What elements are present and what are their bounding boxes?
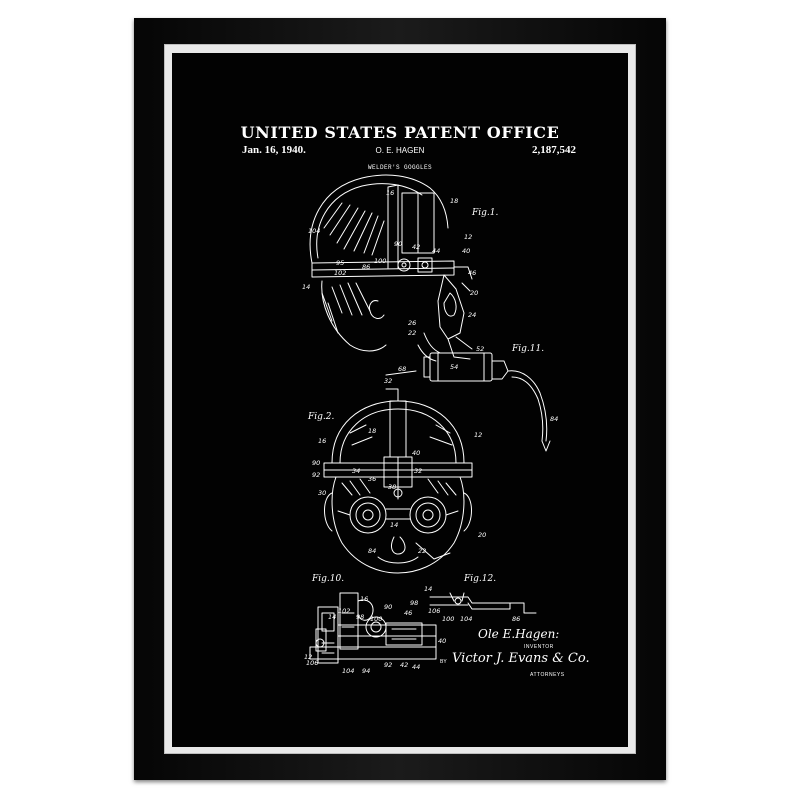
ref-numeral: 22 — [418, 547, 426, 555]
ref-numeral: 94 — [362, 667, 370, 675]
ref-numeral: 16 — [386, 189, 394, 197]
ref-numeral: 100 — [370, 615, 382, 623]
ref-numeral: 46 — [404, 609, 412, 617]
ref-numeral: 40 — [462, 247, 470, 255]
figure-2-drawing — [323, 400, 473, 574]
figure-10-label: Fig.10. — [311, 574, 344, 584]
ref-numeral: 42 — [412, 243, 420, 251]
ref-numeral: 92 — [312, 471, 320, 479]
ref-numeral: 104 — [460, 615, 472, 623]
figure-10-drawing — [309, 592, 437, 664]
ref-numeral: 34 — [352, 467, 360, 475]
ref-numeral: 20 — [478, 531, 486, 539]
ref-numeral: 36 — [368, 475, 376, 483]
ref-numeral: 44 — [412, 663, 420, 671]
patent-number: 2,187,542 — [532, 144, 576, 156]
ref-numeral: 44 — [432, 247, 440, 255]
ref-numeral: 86 — [362, 263, 370, 271]
ref-numeral: 106 — [306, 659, 318, 667]
ref-numeral: 16 — [318, 437, 326, 445]
ref-numeral: 12 — [474, 431, 482, 439]
ref-numeral: 98 — [356, 613, 364, 621]
signature-by: BY — [440, 659, 447, 665]
ref-numeral: 90 — [312, 459, 320, 467]
ref-numeral: 12 — [304, 653, 312, 661]
patent-office-title: UNITED STATES PATENT OFFICE — [240, 123, 560, 142]
inventor-header: O. E. HAGEN — [375, 146, 425, 155]
ref-numeral: 32 — [414, 467, 422, 475]
ref-numeral: 14 — [302, 283, 310, 291]
ref-numeral: 100 — [374, 257, 386, 265]
inventor-role: INVENTOR — [524, 644, 554, 650]
figure-2-label: Fig.2. — [307, 412, 334, 422]
ref-numeral: 54 — [450, 363, 458, 371]
ref-numeral: 38 — [388, 483, 396, 491]
ref-numeral: 14 — [424, 585, 432, 593]
ref-numeral: 95 — [336, 259, 344, 267]
ref-numeral: 102 — [334, 269, 346, 277]
ref-numeral: 14 — [328, 613, 336, 621]
figure-1-drawing — [309, 174, 473, 362]
ref-numeral: 106 — [428, 607, 440, 615]
ref-numeral: 22 — [408, 329, 416, 337]
ref-numeral: 20 — [470, 289, 478, 297]
ref-numeral: 92 — [384, 661, 392, 669]
attorney-signature: Victor J. Evans & Co. — [452, 651, 590, 666]
ref-numeral: 98 — [410, 599, 418, 607]
ref-numeral: 68 — [398, 365, 406, 373]
figure-11-label: Fig.11. — [511, 344, 544, 354]
figure-12-label: Fig.12. — [463, 574, 496, 584]
ref-numeral: 18 — [450, 197, 458, 205]
attorney-role: ATTORNEYS — [530, 672, 565, 678]
ref-numeral: 90 — [394, 240, 402, 248]
ref-numeral: 12 — [464, 233, 472, 241]
ref-numeral: 32 — [384, 377, 392, 385]
ref-numeral: 52 — [476, 345, 484, 353]
ref-numeral: 30 — [318, 489, 326, 497]
ref-numeral: 14 — [390, 521, 398, 529]
ref-numeral: 104 — [342, 667, 354, 675]
inventor-signature: Ole E.Hagen: — [478, 627, 560, 641]
patent-drawing: Fig.1. Fig.11. Fig.2. Fig.10. Fig.12. 16… — [302, 174, 558, 675]
patent-date: Jan. 16, 1940. — [242, 144, 306, 156]
ref-numeral: 18 — [368, 427, 376, 435]
ref-numeral: 100 — [442, 615, 454, 623]
patent-print: UNITED STATES PATENT OFFICE Jan. 16, 194… — [172, 53, 628, 747]
ref-numeral: 86 — [512, 615, 520, 623]
ref-numeral: 40 — [412, 449, 420, 457]
figure-11-drawing — [385, 352, 551, 452]
ref-numeral: 16 — [360, 595, 368, 603]
ref-numeral: 104 — [308, 227, 320, 235]
ref-numeral: 26 — [408, 319, 416, 327]
ref-numeral: 42 — [400, 661, 408, 669]
ref-numeral: 24 — [468, 311, 476, 319]
figure-1-label: Fig.1. — [471, 208, 498, 218]
ref-numeral: 90 — [384, 603, 392, 611]
ref-numeral: 46 — [468, 269, 476, 277]
ref-numeral: 84 — [368, 547, 376, 555]
ref-numeral: 84 — [550, 415, 558, 423]
patent-subtitle: WELDER'S GOGGLES — [367, 164, 432, 171]
ref-numeral: 102 — [338, 607, 350, 615]
ref-numeral: 40 — [438, 637, 446, 645]
figure-12-drawing — [429, 592, 537, 614]
